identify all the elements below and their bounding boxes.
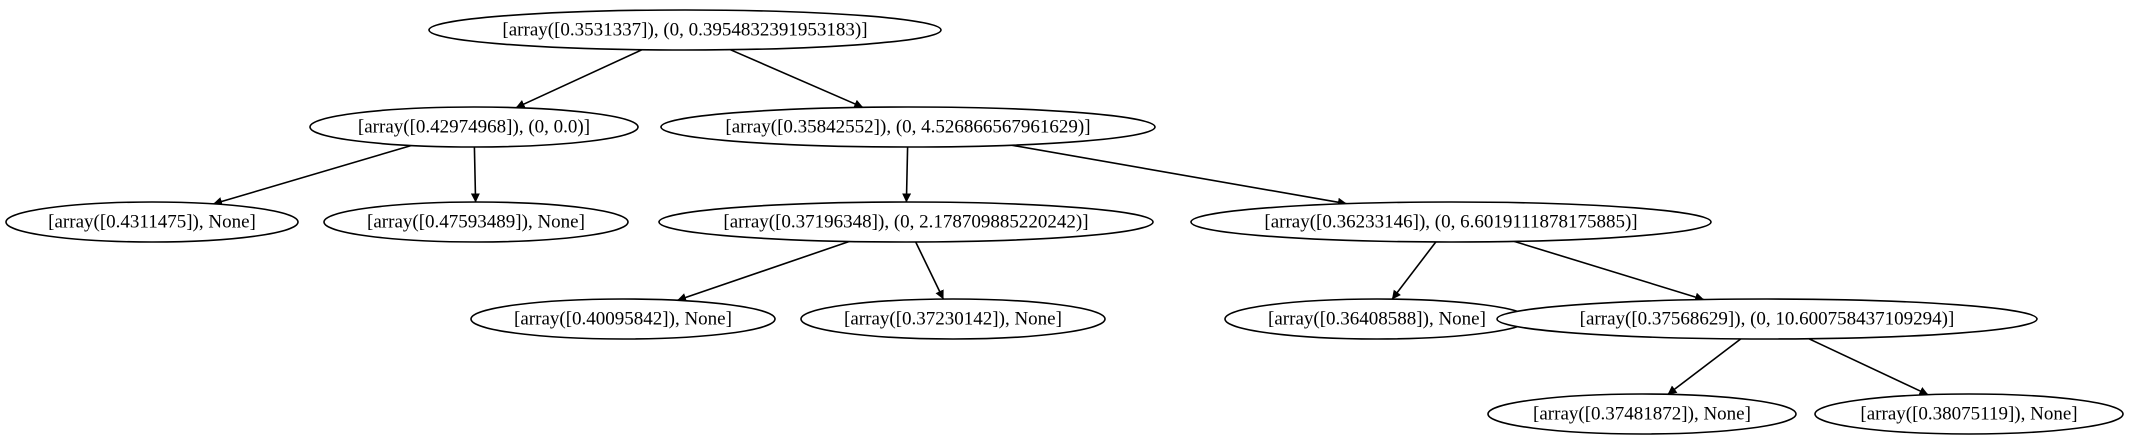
edge-arrow xyxy=(1667,338,1742,395)
node-label: [array([0.36408588]), None] xyxy=(1268,309,1486,330)
tree-node-n10: [array([0.37568629]), (0, 10.60075843710… xyxy=(1496,298,2038,340)
tree-node-n7: [array([0.40095842]), None] xyxy=(470,298,776,340)
tree-node-n8: [array([0.37230142]), None] xyxy=(800,298,1106,340)
tree-edge-n2-n5 xyxy=(902,146,912,203)
node-label: [array([0.3531337]), (0, 0.3954832391953… xyxy=(502,20,867,41)
tree-edge-n5-n8 xyxy=(914,241,945,300)
node-ellipse xyxy=(658,201,1154,243)
node-ellipse xyxy=(660,106,1156,148)
node-label: [array([0.37230142]), None] xyxy=(844,309,1062,330)
node-ellipse xyxy=(1814,393,2124,435)
edge-arrow xyxy=(1808,338,1929,396)
edge-arrow xyxy=(515,48,643,109)
node-ellipse xyxy=(1190,201,1712,243)
node-label: [array([0.35842552]), (0, 4.526866567961… xyxy=(725,117,1090,138)
node-ellipse xyxy=(470,298,776,340)
tree-node-n3: [array([0.4311475]), None] xyxy=(5,201,299,243)
tree-edge-n0-n1 xyxy=(515,48,643,109)
edge-arrow xyxy=(470,146,480,203)
tree-edge-n5-n7 xyxy=(677,240,850,302)
node-label: [array([0.36233146]), (0, 6.601911187817… xyxy=(1264,212,1637,233)
edge-arrow xyxy=(1011,144,1347,207)
node-ellipse xyxy=(1487,393,1797,435)
edge-arrow xyxy=(677,240,850,302)
tree-edge-n2-n6 xyxy=(1011,144,1347,207)
tree-node-n9: [array([0.36408588]), None] xyxy=(1224,298,1530,340)
edge-arrow xyxy=(729,48,864,109)
tree-edge-n0-n2 xyxy=(729,48,864,109)
tree-node-n2: [array([0.35842552]), (0, 4.526866567961… xyxy=(660,106,1156,148)
tree-node-n0: [array([0.3531337]), (0, 0.3954832391953… xyxy=(428,9,942,51)
edge-arrow xyxy=(902,146,912,203)
edge-arrow xyxy=(213,144,412,206)
edge-arrow xyxy=(914,241,945,300)
node-label: [array([0.40095842]), None] xyxy=(514,309,732,330)
tree-edge-n6-n10 xyxy=(1513,240,1705,302)
node-ellipse xyxy=(428,9,942,51)
tree-node-n12: [array([0.38075119]), None] xyxy=(1814,393,2124,435)
node-ellipse xyxy=(5,201,299,243)
node-label: [array([0.37196348]), (0, 2.178709885220… xyxy=(723,212,1088,233)
tree-edge-n10-n12 xyxy=(1808,338,1929,396)
node-ellipse xyxy=(323,201,629,243)
tree-edge-n1-n4 xyxy=(470,146,480,203)
edges-layer xyxy=(213,48,1929,396)
edge-arrow xyxy=(1513,240,1705,302)
node-label: [array([0.37568629]), (0, 10.60075843710… xyxy=(1580,309,1955,330)
tree-edge-n1-n3 xyxy=(213,144,412,206)
tree-node-n6: [array([0.36233146]), (0, 6.601911187817… xyxy=(1190,201,1712,243)
node-ellipse xyxy=(800,298,1106,340)
node-label: [array([0.38075119]), None] xyxy=(1860,404,2077,425)
node-label: [array([0.42974968]), (0, 0.0)] xyxy=(358,117,590,138)
node-label: [array([0.4311475]), None] xyxy=(48,212,256,233)
tree-edge-n6-n9 xyxy=(1391,241,1437,300)
nodes-layer: [array([0.3531337]), (0, 0.3954832391953… xyxy=(5,9,2124,435)
node-label: [array([0.47593489]), None] xyxy=(367,212,585,233)
tree-node-n5: [array([0.37196348]), (0, 2.178709885220… xyxy=(658,201,1154,243)
node-ellipse xyxy=(309,106,639,148)
tree-node-n4: [array([0.47593489]), None] xyxy=(323,201,629,243)
edge-arrow xyxy=(1391,241,1437,300)
node-label: [array([0.37481872]), None] xyxy=(1533,404,1751,425)
node-ellipse xyxy=(1496,298,2038,340)
tree-node-n11: [array([0.37481872]), None] xyxy=(1487,393,1797,435)
tree-node-n1: [array([0.42974968]), (0, 0.0)] xyxy=(309,106,639,148)
tree-edge-n10-n11 xyxy=(1667,338,1742,395)
